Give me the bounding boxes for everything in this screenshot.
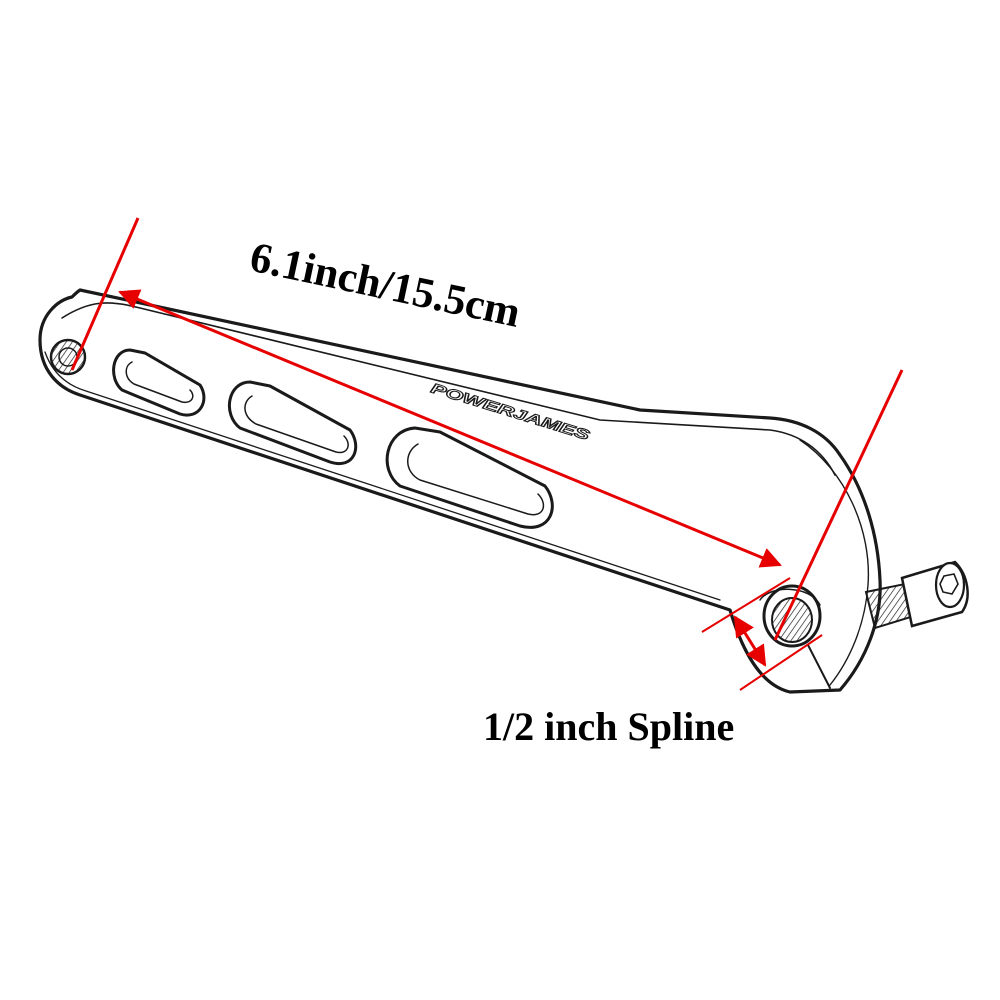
bolt-icon	[49, 338, 87, 376]
lightening-slot-3	[385, 426, 554, 529]
lever-elbow-detail	[799, 439, 870, 686]
lightening-slot-1	[112, 348, 206, 417]
length-extension-line-left	[70, 217, 140, 371]
length-dimension: 6.1inch/15.5cm	[70, 217, 904, 641]
spline-arrow	[733, 615, 767, 667]
clamp-split	[807, 644, 831, 689]
length-arrow	[118, 289, 782, 568]
lever-arm: POWERJAMES	[38, 288, 969, 694]
spline-dimension	[701, 577, 823, 691]
length-extension-line-right	[773, 369, 904, 641]
spline-extension-line-top	[701, 577, 791, 633]
spline-label: 1/2 inch Spline	[483, 704, 734, 749]
length-label: 6.1inch/15.5cm	[246, 234, 525, 337]
spline-extension-line-bottom	[739, 634, 823, 691]
lever-outline	[38, 288, 882, 694]
spline-hole-icon	[759, 584, 822, 648]
lever-side-edge	[44, 351, 721, 601]
clamp-screw-icon	[864, 560, 969, 630]
